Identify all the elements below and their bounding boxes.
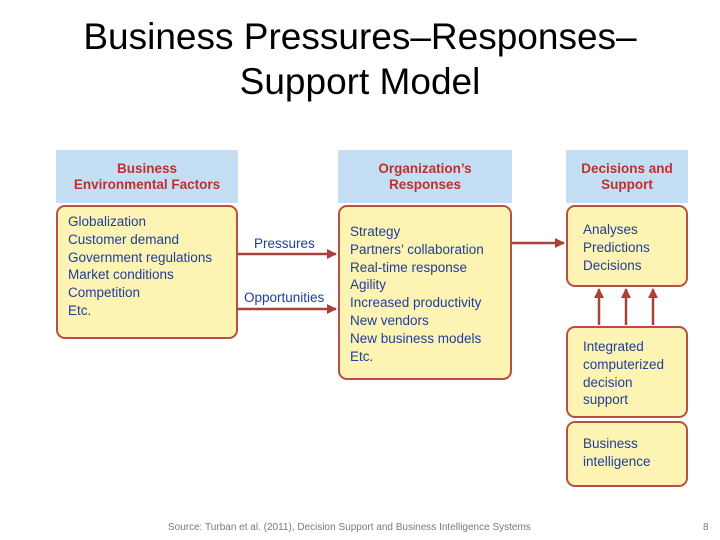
responses-box: Strategy Partners’ collaboration Real-ti…	[338, 205, 512, 380]
responses-header-line-1: Organization’s	[378, 160, 472, 176]
computerized-item: computerized	[583, 356, 665, 372]
factors-header-line-1: Business	[116, 160, 178, 176]
support-header-line-2: Support	[601, 176, 653, 192]
pressures-label: Pressures	[254, 236, 315, 251]
factor-item: Etc.	[68, 302, 92, 318]
analyses-item: Analyses	[583, 222, 638, 237]
slide-title: Business Pressures–Responses– Support Mo…	[0, 14, 720, 104]
factors-box: Globalization Customer demand Government…	[56, 205, 238, 339]
factors-header: Business Environmental Factors	[56, 150, 238, 203]
computerized-support-box: Integrated computerized decision support	[566, 326, 688, 418]
response-item: Real-time response	[350, 259, 468, 275]
response-item: Etc.	[350, 348, 374, 364]
factor-item: Government regulations	[68, 249, 213, 265]
response-item: Strategy	[350, 224, 401, 239]
factors-header-line-2: Environmental Factors	[73, 176, 221, 192]
responses-header: Organization’s Responses	[338, 150, 512, 203]
response-item: Partners’ collaboration	[350, 241, 484, 257]
source-citation: Source: Turban et al. (2011), Decision S…	[168, 522, 531, 533]
responses-header-line-2: Responses	[388, 176, 462, 192]
analyses-item: Decisions	[583, 257, 642, 273]
computerized-item: support	[583, 392, 629, 408]
factor-item: Customer demand	[68, 231, 180, 247]
factor-item: Competition	[68, 285, 141, 301]
response-item: Agility	[350, 277, 387, 293]
bi-item: Business	[583, 436, 638, 451]
computerized-item: Integrated	[583, 339, 644, 354]
business-intelligence-box: Business intelligence	[566, 421, 688, 487]
title-line-1: Business Pressures–Responses–	[83, 16, 637, 57]
title-line-2: Support Model	[239, 61, 481, 102]
analyses-box: Analyses Predictions Decisions	[566, 205, 688, 287]
support-header-line-1: Decisions and	[581, 160, 673, 176]
bi-item: intelligence	[583, 453, 651, 469]
factor-item: Market conditions	[68, 267, 174, 283]
support-header: Decisions and Support	[566, 150, 688, 203]
response-item: New business models	[350, 330, 482, 346]
page-number: 8	[703, 522, 709, 533]
response-item: New vendors	[350, 312, 429, 328]
computerized-item: decision	[583, 374, 633, 390]
analyses-item: Predictions	[583, 239, 650, 255]
factor-item: Globalization	[68, 214, 147, 229]
response-item: Increased productivity	[350, 295, 482, 311]
opportunities-label: Opportunities	[244, 290, 325, 305]
